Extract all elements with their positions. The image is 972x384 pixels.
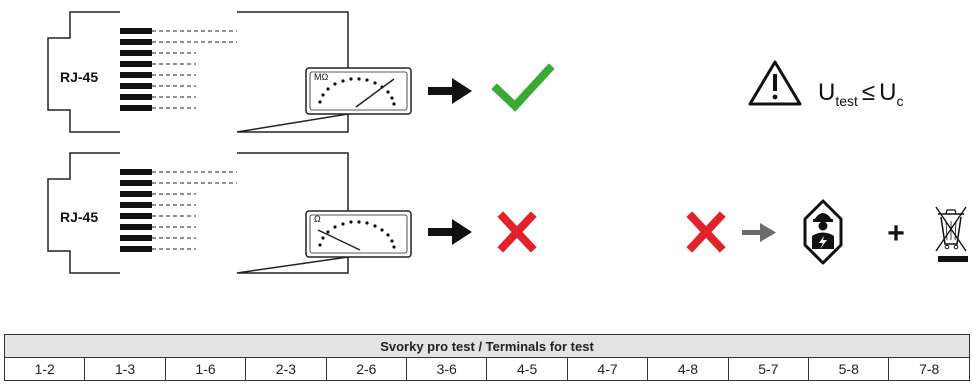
table-cell: 4-8	[647, 357, 729, 381]
electrician-icon	[803, 199, 843, 265]
megohmmeter-icon: MΩ	[305, 67, 412, 115]
rj45-connector-top: RJ-45	[47, 11, 152, 133]
rj45-connector-bottom: RJ-45	[47, 152, 152, 274]
gray-arrow-icon	[742, 223, 776, 242]
voltage-condition: Utest≤Uc	[818, 79, 903, 109]
table-header: Svorky pro test / Terminals for test	[4, 334, 970, 358]
table-cell: 1-2	[3, 357, 86, 381]
meter-unit-megohm: MΩ	[314, 72, 328, 82]
rj45-pins-top	[120, 28, 152, 111]
rj45-label-top: RJ-45	[60, 69, 98, 85]
ohmmeter-icon: Ω	[305, 210, 412, 258]
arrow-right-icon	[428, 78, 472, 104]
plus-sign: +	[887, 217, 905, 250]
checkmark-icon	[491, 63, 555, 112]
tester-body-bottom	[236, 152, 349, 274]
rj45-label-bottom: RJ-45	[60, 209, 98, 225]
table-cell: 1-6	[164, 357, 247, 381]
table-cell: 5-7	[727, 357, 810, 381]
table-cell: 3-6	[406, 357, 488, 381]
warning-triangle-icon	[748, 60, 802, 106]
table-cell: 4-7	[566, 357, 649, 381]
table-cell: 7-8	[888, 357, 970, 381]
table-row: 1-2 1-3 1-6 2-3 2-6 3-6 4-5 4-7 4-8 5-7 …	[3, 357, 970, 381]
test-leads-bottom	[152, 171, 237, 250]
test-diagram: RJ-45 MΩ Utest≤Uc	[47, 11, 968, 274]
table-cell: 2-6	[325, 357, 408, 381]
tester-body-top	[236, 11, 349, 133]
table-cell: 5-8	[808, 357, 890, 381]
cross-icon	[686, 211, 726, 253]
arrow-right-icon	[428, 219, 472, 245]
test-leads-top	[152, 30, 237, 109]
rj45-pins-bottom	[120, 169, 152, 252]
table-cell: 2-3	[245, 357, 327, 381]
weee-bin-icon	[935, 206, 968, 262]
table-cell: 4-5	[486, 357, 568, 381]
meter-unit-ohm: Ω	[314, 214, 321, 224]
terminal-table: Svorky pro test / Terminals for test 1-2…	[3, 334, 970, 381]
table-cell: 1-3	[84, 357, 166, 381]
cross-icon	[497, 211, 537, 253]
